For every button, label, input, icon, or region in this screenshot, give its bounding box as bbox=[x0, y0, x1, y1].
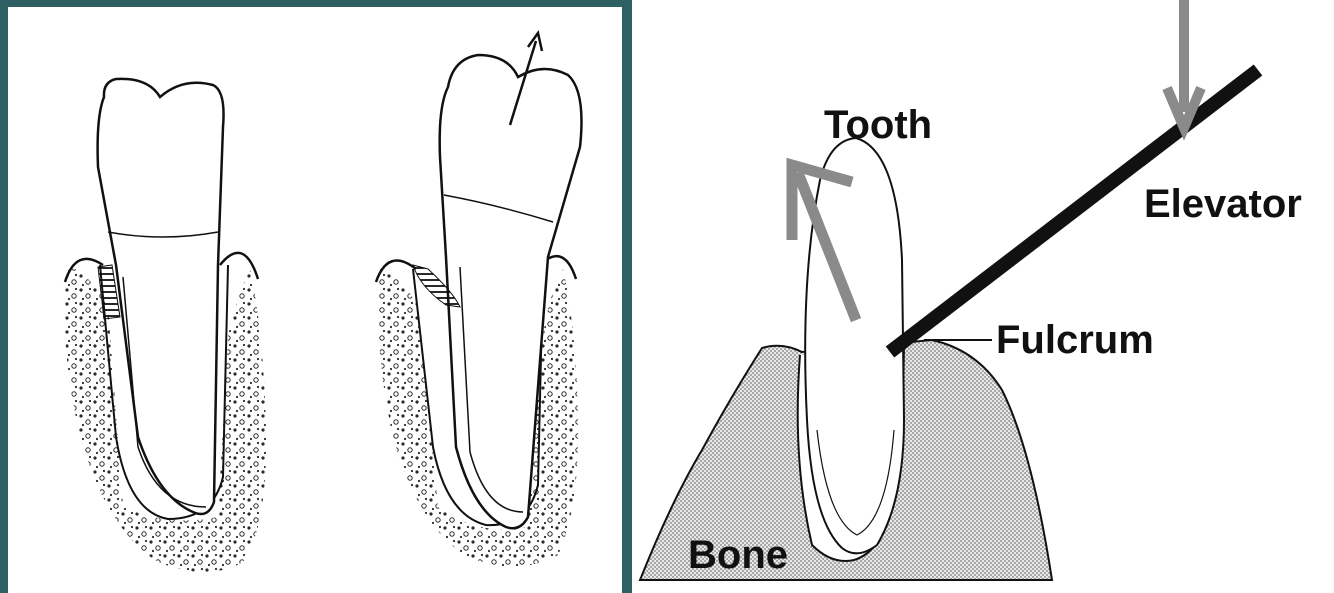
bone-label: Bone bbox=[688, 533, 788, 577]
fulcrum-label: Fulcrum bbox=[996, 318, 1154, 362]
elevator-lever-diagram: Tooth Elevator Fulcrum Bone bbox=[632, 0, 1334, 593]
tooth-luxated bbox=[376, 33, 582, 567]
tooth-label: Tooth bbox=[824, 103, 932, 147]
elevator-label: Elevator bbox=[1144, 182, 1302, 226]
tooth-seated bbox=[65, 79, 266, 572]
arrow-down-icon bbox=[1167, 0, 1201, 128]
tooth-socket-illustration bbox=[8, 7, 622, 593]
